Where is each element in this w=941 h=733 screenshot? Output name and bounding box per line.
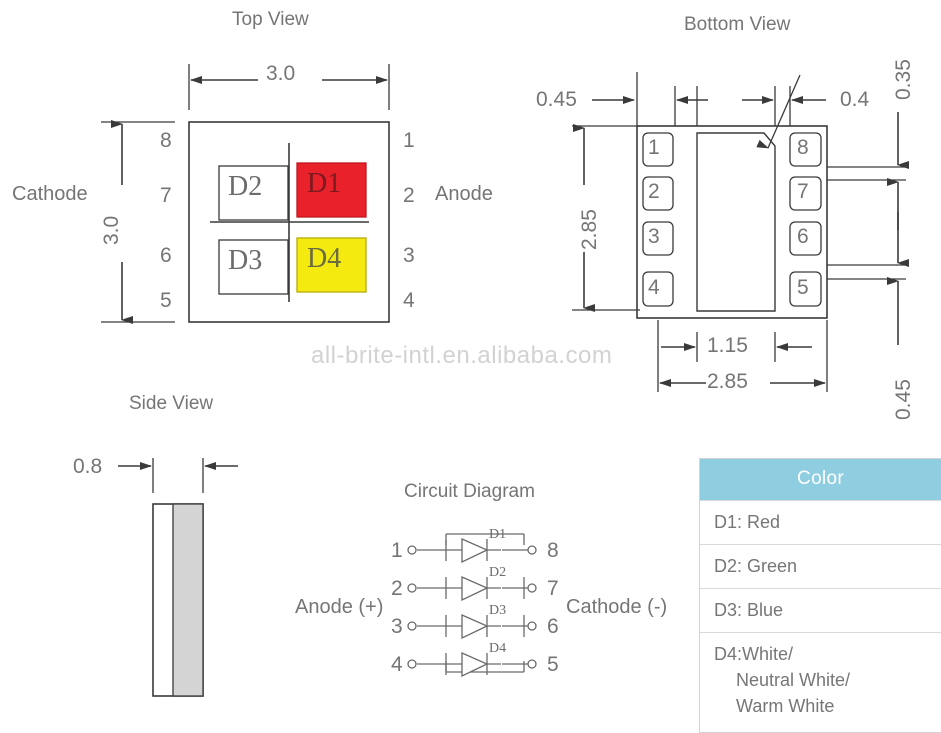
circuit-geometry: [407, 533, 537, 678]
color-table-row-d4-line1: D4:White/: [714, 644, 794, 665]
die-label-d1: D1: [307, 168, 342, 199]
bottom-view-pad-2: 2: [648, 180, 660, 203]
drawing-canvas: Top View 3.0 3.0 Cathode Anode 8 7 6 5 1…: [12, 9, 941, 733]
bottom-view-right-offset-dimension: 0.4: [840, 88, 870, 111]
bottom-view-pad-pitch-bottom-dimension: 0.45: [892, 379, 915, 420]
circuit-diode-label-d4: D4: [489, 641, 507, 656]
bottom-view-pad-5: 5: [797, 276, 809, 299]
circuit-cathode-pin-5: 5: [547, 653, 559, 676]
top-view-title: Top View: [232, 9, 309, 30]
color-table-row-d1: D1: Red: [700, 500, 941, 544]
top-view-pin-2: 2: [403, 184, 415, 207]
watermark: all-brite-intl.en.alibaba.com: [311, 342, 613, 369]
bottom-view-pad-8: 8: [797, 136, 809, 159]
circuit-diode-label-d2: D2: [489, 565, 507, 580]
circuit-diagram-title: Circuit Diagram: [404, 481, 535, 502]
color-table-row-d4-line2: Neutral White/: [736, 670, 851, 691]
bottom-view-pad-6: 6: [797, 225, 809, 248]
circuit-anode-pin-3: 3: [391, 615, 403, 638]
bottom-view-pad-pitch-top-dimension: 0.35: [892, 59, 915, 100]
bottom-view-pad-4: 4: [648, 276, 660, 299]
circuit-anode-pin-4: 4: [391, 653, 403, 676]
top-view-pin-7: 7: [160, 184, 172, 207]
top-view-pin-3: 3: [403, 244, 415, 267]
circuit-anode-pin-2: 2: [391, 577, 403, 600]
circuit-cathode-pin-8: 8: [547, 539, 559, 562]
bottom-view-pad-3: 3: [648, 225, 660, 248]
color-table-header: Color: [700, 459, 941, 500]
technical-drawing-svg: [101, 64, 909, 697]
color-table-row-d4: D4:White/ Neutral White/ Warm White: [700, 632, 941, 731]
die-label-d3: D3: [228, 245, 263, 276]
bottom-view-width-dimension: 2.85: [707, 370, 748, 393]
top-view-pin-4: 4: [403, 289, 415, 312]
top-view-pin-6: 6: [160, 244, 172, 267]
bottom-view-pad-7: 7: [797, 180, 809, 203]
circuit-anode-pin-1: 1: [391, 539, 403, 562]
top-view-width-dimension: 3.0: [266, 62, 296, 85]
bottom-view-geometry: [572, 72, 909, 392]
top-view-geometry: [101, 64, 390, 324]
die-label-d2: D2: [228, 171, 263, 202]
bottom-view-height-dimension: 2.85: [578, 209, 601, 250]
bottom-view-left-offset-dimension: 0.45: [536, 88, 577, 111]
color-table-row-d3: D3: Blue: [700, 588, 941, 632]
top-view-pin-1: 1: [403, 129, 415, 152]
color-table-row-d4-line3: Warm White: [736, 696, 835, 717]
color-table: Color D1: Red D2: Green D3: Blue D4:Whit…: [699, 458, 941, 733]
bottom-view-title: Bottom View: [684, 14, 791, 35]
top-view-pin-8: 8: [160, 129, 172, 152]
top-view-anode-label: Anode: [435, 183, 493, 205]
circuit-cathode-pin-7: 7: [547, 577, 559, 600]
circuit-anode-label: Anode (+): [295, 596, 384, 618]
bottom-view-pad-1: 1: [648, 136, 660, 159]
top-view-height-dimension: 3.0: [100, 215, 123, 245]
side-view-geometry: [118, 458, 238, 697]
circuit-diode-label-d1: D1: [489, 527, 507, 542]
top-view-cathode-label: Cathode: [12, 183, 88, 205]
side-view-thickness-dimension: 0.8: [73, 455, 103, 478]
circuit-cathode-label: Cathode (-): [566, 596, 668, 618]
circuit-cathode-pin-6: 6: [547, 615, 559, 638]
top-view-pin-5: 5: [160, 289, 172, 312]
color-table-row-d2: D2: Green: [700, 544, 941, 588]
side-view-title: Side View: [129, 393, 214, 414]
die-label-d4: D4: [307, 243, 342, 274]
circuit-diode-label-d3: D3: [489, 603, 507, 618]
bottom-view-inner-width-dimension: 1.15: [707, 334, 748, 357]
